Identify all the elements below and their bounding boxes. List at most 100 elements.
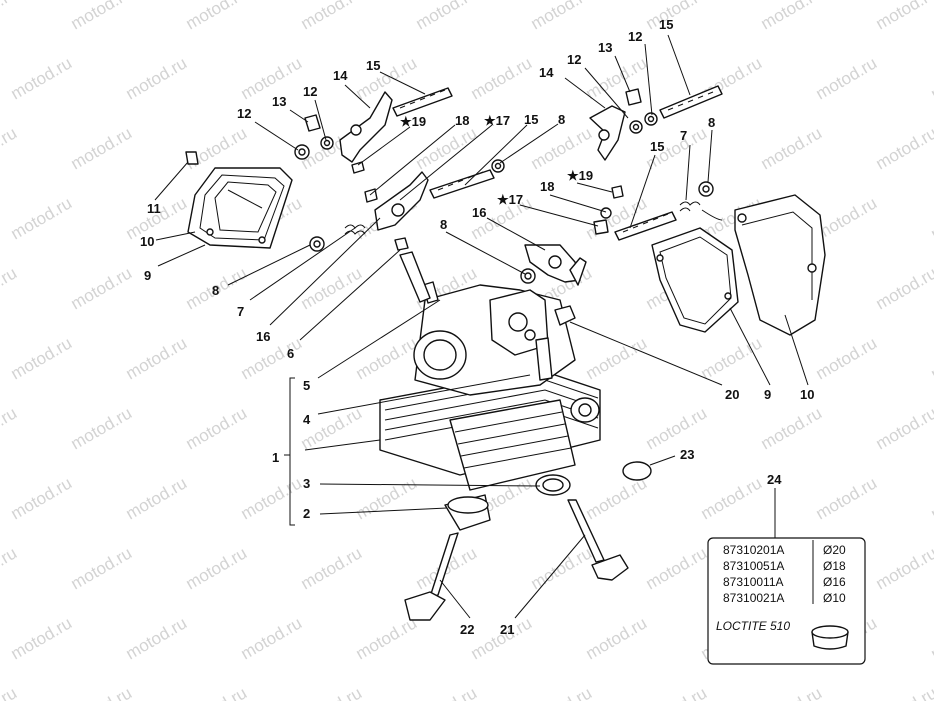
callout-4: 4 — [303, 412, 311, 427]
callout-17-a: ★17 — [484, 113, 510, 128]
callout-12-c: 12 — [567, 52, 581, 67]
watermark-text: motod.ru — [183, 683, 251, 701]
loctite-note: LOCTITE 510 — [716, 619, 790, 633]
watermark-text: motod.ru — [583, 613, 651, 663]
valve-cover-left — [187, 167, 293, 249]
watermark-text: motod.ru — [353, 613, 421, 663]
watermark-text: motod.ru — [353, 473, 421, 523]
watermark-text: motod.ru — [928, 473, 934, 523]
callout-19-a: ★19 — [400, 114, 426, 129]
callout-6: 6 — [287, 346, 294, 361]
watermark-text: motod.ru — [123, 333, 191, 383]
watermark-text: motod.ru — [873, 543, 934, 593]
watermark-text: motod.ru — [873, 403, 934, 453]
watermark-text: motod.ru — [0, 403, 20, 453]
watermark-text: motod.ru — [528, 683, 596, 701]
shim-part-number: 87310021A — [723, 591, 784, 605]
callout-labels: 11 10 9 8 7 16 6 5 4 1 3 2 12 13 12 14 1… — [140, 17, 814, 637]
watermark-text: motod.ru — [298, 543, 366, 593]
callout-11: 11 — [147, 201, 161, 216]
watermark-text: motod.ru — [758, 0, 826, 33]
watermark-text: motod.ru — [758, 683, 826, 701]
watermark-text: motod.ru — [68, 543, 136, 593]
watermark-text: motod.ru — [68, 263, 136, 313]
watermark-text: motod.ru — [583, 473, 651, 523]
shim-part-number: 87310201A — [723, 543, 784, 557]
washers-and-bushings — [294, 88, 723, 303]
shim-part-number: 87310051A — [723, 559, 784, 573]
gasket-right — [651, 227, 739, 333]
callout-8-b: 8 — [558, 112, 565, 127]
watermark-text: motod.ru — [873, 123, 934, 173]
callout-24: 24 — [767, 472, 782, 487]
callout-15-b: 15 — [524, 112, 538, 127]
valve-cover-right — [734, 194, 826, 336]
watermark-text: motod.ru — [928, 333, 934, 383]
cylinder-head — [379, 281, 601, 491]
callout-22: 22 — [460, 622, 474, 637]
watermark-text: motod.ru — [238, 613, 306, 663]
watermark-text: motod.ru — [123, 53, 191, 103]
watermark-text: motod.ru — [528, 543, 596, 593]
callout-16-left: 16 — [256, 329, 270, 344]
valve-seat-2 — [444, 494, 491, 531]
watermark-text: motod.ru — [0, 263, 20, 313]
watermark-text: motod.ru — [298, 403, 366, 453]
watermark-text: motod.ru — [928, 613, 934, 663]
watermark-text: motod.ru — [183, 543, 251, 593]
callout-23: 23 — [680, 447, 694, 462]
callout-17-b: ★17 — [497, 192, 523, 207]
valve-21 — [567, 499, 629, 581]
callout-2: 2 — [303, 506, 310, 521]
watermark-text: motod.ru — [643, 543, 711, 593]
shim-table: 87310201A Ø20 87310051A Ø18 87310011A Ø1… — [707, 537, 866, 665]
shim-size: Ø16 — [823, 575, 846, 589]
watermark-text: motod.ru — [528, 123, 596, 173]
callout-10-right: 10 — [800, 387, 814, 402]
watermark-text: motod.ru — [123, 613, 191, 663]
watermark-text: motod.ru — [0, 0, 20, 33]
plug-20 — [554, 305, 576, 326]
plug-23 — [622, 461, 652, 481]
watermark-text: motod.ru — [8, 193, 76, 243]
bolt-left — [185, 151, 199, 165]
shim-part-number: 87310011A — [723, 575, 784, 589]
callout-9-right: 9 — [764, 387, 771, 402]
watermark-text: motod.ru — [413, 683, 481, 701]
watermark-text: motod.ru — [8, 473, 76, 523]
callout-1: 1 — [272, 450, 279, 465]
valve-seat-3 — [535, 474, 571, 496]
callout-7-right: 7 — [680, 128, 687, 143]
watermark-text: motod.ru — [0, 683, 20, 701]
callout-21: 21 — [500, 622, 514, 637]
watermark-text: motod.ru — [238, 473, 306, 523]
shim-size: Ø20 — [823, 543, 846, 557]
leader-lines — [154, 34, 809, 619]
callout-8-left: 8 — [212, 283, 219, 298]
callout-12-a: 12 — [237, 106, 251, 121]
watermark-text: motod.ru — [0, 543, 20, 593]
callout-15-d: 15 — [650, 139, 664, 154]
watermark-text: motod.ru — [643, 0, 711, 33]
watermark-text: motod.ru — [928, 53, 934, 103]
callout-8-c: 8 — [440, 217, 447, 232]
watermark-text: motod.ru — [758, 123, 826, 173]
watermark-text: motod.ru — [123, 473, 191, 523]
callout-7-left: 7 — [237, 304, 244, 319]
callout-14-a: 14 — [333, 68, 348, 83]
watermark-text: motod.ru — [643, 683, 711, 701]
watermark-text: motod.ru — [698, 333, 766, 383]
callout-9-left: 9 — [144, 268, 151, 283]
watermark-text: motod.ru — [353, 333, 421, 383]
watermark-text: motod.ru — [468, 53, 536, 103]
callout-19-b: ★19 — [567, 168, 593, 183]
watermark-text: motod.ru — [928, 193, 934, 243]
watermark-text: motod.ru — [698, 473, 766, 523]
watermark-text: motod.ru — [298, 0, 366, 33]
callout-18-b: 18 — [540, 179, 554, 194]
callout-13-a: 13 — [272, 94, 286, 109]
callout-18-a: 18 — [455, 113, 469, 128]
callout-14-b: 14 — [539, 65, 554, 80]
watermark-text: motod.ru — [8, 333, 76, 383]
watermark-text: motod.ru — [468, 613, 536, 663]
